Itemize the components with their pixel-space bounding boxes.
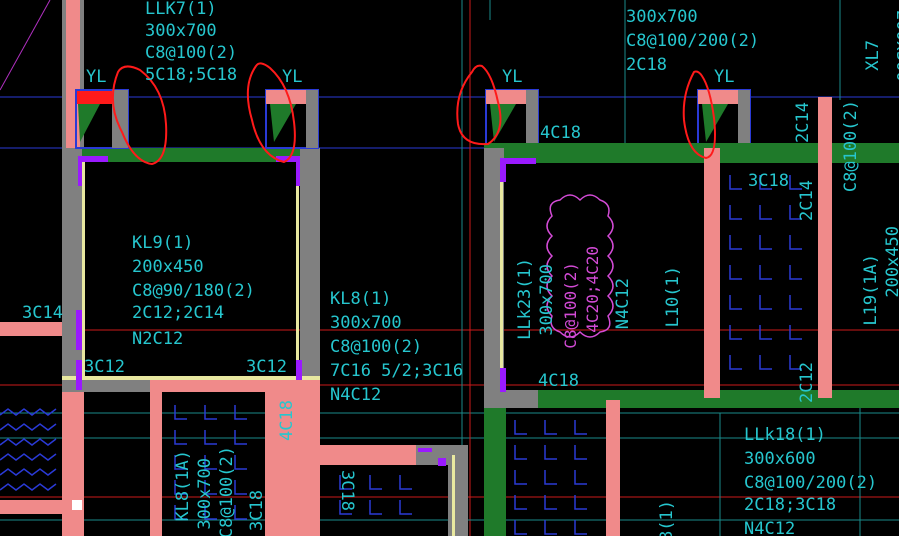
red-annotation-marks <box>111 62 716 166</box>
c14-left: 3C14 <box>22 303 63 323</box>
kl9-side: N2C12 <box>132 329 183 349</box>
c14-vertical-2: 2C14 <box>797 180 817 221</box>
llk23-side: N4C12 <box>613 278 633 329</box>
kl8-stirrup: C8@100(2) <box>330 337 422 357</box>
c18-mid: 4C18 <box>538 371 579 391</box>
llk23-name: LLk23(1) <box>515 258 535 340</box>
c18-lower: 3C18 <box>337 470 357 511</box>
llk23-stirrup: C8@100(2) <box>561 262 580 349</box>
kl-bottom-stirrup: C8@100(2) <box>217 446 237 536</box>
yl-label-3: YL <box>502 67 522 87</box>
kl8-size: 300x700 <box>330 313 402 333</box>
yl-text: YL YL YL YL <box>86 67 734 87</box>
labels-top: LLK7(1) 300x700 C8@100(2) 5C18;5C18 300x… <box>145 0 899 85</box>
c12-vertical: 2C12 <box>797 362 817 403</box>
mid-size: 300x700 <box>626 7 698 27</box>
c18-top: 4C18 <box>540 123 581 143</box>
l19-name: L19(1A) <box>861 254 881 326</box>
kl-bottom-bars: 3C18 <box>247 490 267 531</box>
mid-bars: 2C18 <box>626 55 667 75</box>
bottom-right-label: L8(1) <box>657 500 677 536</box>
kl-bottom-name: KL8(1A) <box>173 450 193 522</box>
kl8-bars: 7C16 5/2;3C16 <box>330 361 463 381</box>
kl9-bars: 2C12;2C14 <box>132 303 224 323</box>
hatch-patterns <box>0 175 802 535</box>
llk18-name: LLk18(1) <box>744 425 826 445</box>
llk18-stirrup: C8@100/200(2) <box>744 473 877 493</box>
kl-bottom-size: 300x700 <box>195 458 215 530</box>
llk23-size: 300x700 <box>537 264 557 336</box>
kl9-size: 200x450 <box>132 257 204 277</box>
yl-label-1: YL <box>86 67 106 87</box>
c18-vertical: 4C18 <box>277 400 297 441</box>
labels-small: 3C14 3C12 3C12 4C18 4C18 3C18 4C18 3C18 … <box>22 100 861 511</box>
l19-size: 200x450 <box>883 226 899 298</box>
mid-stirrup: C8@100/200(2) <box>626 31 759 51</box>
stirrup-vertical: C8@100(2) <box>841 100 861 192</box>
kl8-name: KL8(1) <box>330 289 391 309</box>
labels-vertical: LLk23(1) 300x700 C8@100(2) 4C20;4C20 N4C… <box>173 226 899 536</box>
middle-room <box>416 97 899 536</box>
c18-right: 3C18 <box>748 171 789 191</box>
c14-vertical: 2C14 <box>793 102 813 143</box>
llk18-side: N4C12 <box>744 519 795 536</box>
revision-cloud <box>546 194 614 338</box>
c12-b: 3C12 <box>246 357 287 377</box>
yl-label-4: YL <box>714 67 734 87</box>
llk23-bars: 4C20;4C20 <box>583 246 602 333</box>
llk7-bars: 5C18;5C18 <box>145 65 237 85</box>
kl9-name: KL9(1) <box>132 233 193 253</box>
kl8-side: N4C12 <box>330 385 381 405</box>
l10-label: L10(1) <box>663 266 683 327</box>
right-size: 200x500 <box>892 10 899 82</box>
kl9-stirrup: C8@90/180(2) <box>132 281 255 301</box>
llk7-size: 300x700 <box>145 21 217 41</box>
llk18-bars: 2C18;3C18 <box>744 495 836 515</box>
yl-label-2: YL <box>282 67 302 87</box>
llk7-stirrup: C8@100(2) <box>145 43 237 63</box>
right-name: XL7 <box>863 40 883 71</box>
yl-columns <box>75 89 751 157</box>
c12-a: 3C12 <box>84 357 125 377</box>
llk18-size: 300x600 <box>744 449 816 469</box>
llk7-name: LLK7(1) <box>145 0 217 19</box>
labels-beams: KL9(1) 200x450 C8@90/180(2) 2C12;2C14 N2… <box>132 233 877 536</box>
